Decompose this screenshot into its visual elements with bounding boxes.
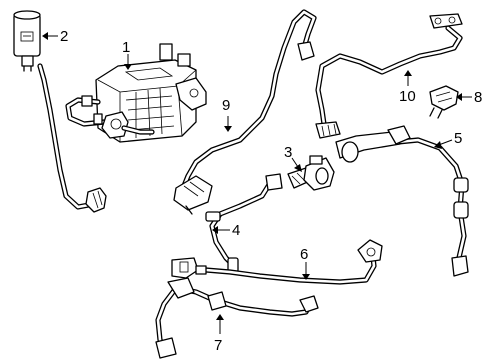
- callout-10: 10: [399, 70, 416, 105]
- callout-9: 9: [222, 97, 232, 132]
- callout-8: 8: [456, 89, 482, 106]
- part-7-bottom-hose: [155, 277, 319, 359]
- callout-2: 2: [42, 28, 68, 45]
- callout-6: 6: [300, 246, 310, 280]
- callout-9-label: 9: [222, 97, 230, 114]
- callout-5: 5: [434, 130, 462, 149]
- part-1-charcoal-canister: [65, 43, 207, 143]
- callout-2-label: 2: [60, 28, 68, 45]
- part-8-connector: [429, 85, 459, 119]
- part-5-pipe-assembly: [335, 125, 469, 277]
- callout-4-label: 4: [232, 222, 240, 239]
- callout-7-label: 7: [214, 337, 222, 354]
- callout-3: 3: [284, 144, 302, 172]
- part-10-upper-harness: [315, 13, 463, 139]
- part-3-connector-fitting: [287, 155, 335, 191]
- callout-8-label: 8: [474, 89, 482, 106]
- callout-6-label: 6: [300, 246, 308, 263]
- callout-10-label: 10: [399, 88, 416, 105]
- callout-4: 4: [212, 222, 240, 239]
- part-4-hose-with-clips: [205, 173, 283, 273]
- part-2-purge-valve: [13, 10, 107, 213]
- part-6-lower-pipe: [171, 239, 383, 285]
- part-9-wire-harness: [173, 9, 317, 215]
- callout-1-label: 1: [122, 39, 130, 56]
- callout-7: 7: [214, 314, 224, 354]
- callout-1: 1: [122, 39, 132, 70]
- callout-5-label: 5: [454, 130, 462, 147]
- callout-3-label: 3: [284, 144, 292, 161]
